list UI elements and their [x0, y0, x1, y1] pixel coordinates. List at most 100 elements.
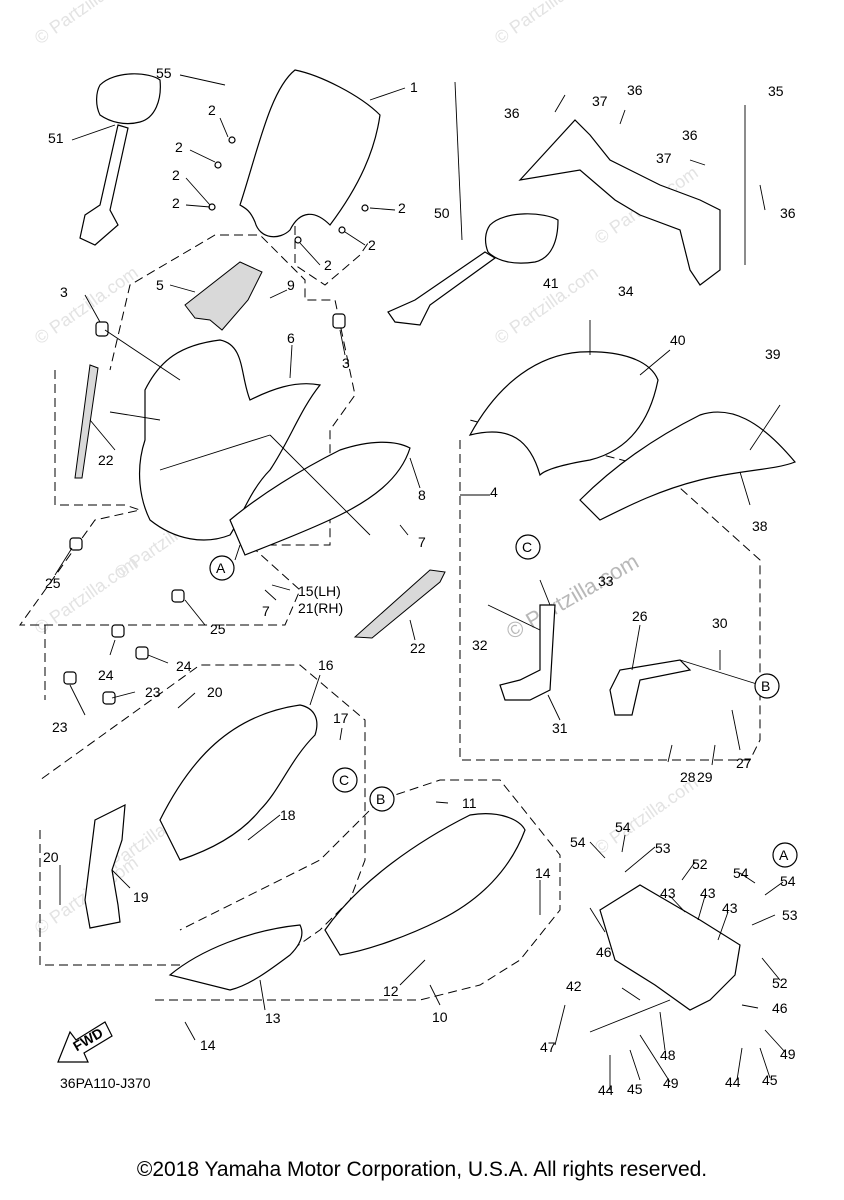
- part-label: 52: [692, 856, 708, 872]
- side-cover-10-part: [324, 813, 526, 956]
- leader-lines: [54, 74, 786, 1090]
- damper-24-a: [111, 624, 125, 638]
- part-label: 23: [52, 719, 68, 735]
- part-label: 24: [98, 667, 114, 683]
- part-label: 45: [627, 1081, 643, 1097]
- part-label: 22: [410, 640, 426, 656]
- stay-34-part: [518, 119, 721, 286]
- panel-38-part: [579, 411, 796, 521]
- part-label: 32: [472, 637, 488, 653]
- part-label: 2: [175, 139, 183, 155]
- part-label: 36: [504, 105, 520, 121]
- part-label: 15(LH): [298, 583, 341, 599]
- ref-callout-a: A: [779, 847, 789, 863]
- stay-31-part: [499, 604, 556, 701]
- part-label: 49: [663, 1075, 679, 1091]
- ref-callout-a: A: [216, 560, 226, 576]
- part-label: 7: [262, 603, 270, 619]
- part-label: 51: [48, 130, 64, 146]
- part-label: 50: [434, 205, 450, 221]
- part-label: 44: [725, 1074, 741, 1090]
- decal-22-right: [353, 569, 446, 639]
- part-label: 33: [598, 573, 614, 589]
- part-label: 45: [762, 1072, 778, 1088]
- watermark-text: © Partzilla.com: [502, 549, 643, 645]
- copyright-notice: ©2018 Yamaha Motor Corporation, U.S.A. A…: [136, 1158, 708, 1181]
- watermark-text: © Partzilla.com: [31, 0, 142, 48]
- part-label: 1: [410, 79, 418, 95]
- watermark-text: © Partzilla.com: [491, 0, 602, 48]
- part-label: 54: [780, 873, 796, 889]
- damper-25-a: [69, 537, 83, 551]
- part-label: 2: [324, 257, 332, 273]
- part-label: 31: [552, 720, 568, 736]
- mirror-right-stem: [387, 251, 497, 326]
- parts: [57, 69, 796, 1063]
- part-label: 25: [210, 621, 226, 637]
- part-label: 46: [596, 944, 612, 960]
- part-label: 17: [333, 710, 349, 726]
- mirror-left-part: [96, 73, 161, 125]
- diagram-code: 36PA110-J370: [60, 1075, 151, 1091]
- part-label: 27: [736, 755, 752, 771]
- part-label: 54: [570, 834, 586, 850]
- decal-22-left: [74, 364, 99, 479]
- part-label: 52: [772, 975, 788, 991]
- part-label: 9: [287, 277, 295, 293]
- part-label: 11: [462, 795, 477, 811]
- damper-25-b: [171, 589, 185, 603]
- part-label: 34: [618, 283, 634, 299]
- part-label: 53: [782, 907, 798, 923]
- part-label: 10: [432, 1009, 448, 1025]
- bracket-5-part: [184, 261, 263, 331]
- part-label: 53: [655, 840, 671, 856]
- part-label: 20: [207, 684, 223, 700]
- part-label: 12: [383, 983, 399, 999]
- part-label: 26: [632, 608, 648, 624]
- part-label: 48: [660, 1047, 676, 1063]
- part-label: 37: [592, 93, 608, 109]
- part-label: 46: [772, 1000, 788, 1016]
- part-label: 30: [712, 615, 728, 631]
- part-label: 41: [543, 275, 559, 291]
- ref-callout-b: B: [761, 678, 770, 694]
- part-label: 44: [598, 1082, 614, 1098]
- fwd-arrow-icon: [57, 1021, 113, 1063]
- part-label: 2: [398, 200, 406, 216]
- part-label: 28: [680, 769, 696, 785]
- mirror-right-part: [484, 213, 559, 264]
- damper-23-b: [102, 691, 116, 705]
- part-label: 24: [176, 658, 192, 674]
- damper-23-a: [63, 671, 77, 685]
- cover-16-part: [159, 704, 318, 861]
- front-cowling-part: [138, 339, 322, 541]
- part-label: 2: [172, 167, 180, 183]
- part-label: 25: [45, 575, 61, 591]
- part-label: 54: [733, 865, 749, 881]
- side-cowling-part: [229, 441, 411, 556]
- panel-13-part: [168, 924, 303, 991]
- part-label: 55: [156, 65, 172, 81]
- part-label: 14: [535, 865, 551, 881]
- part-label: 8: [418, 487, 426, 503]
- bracket-42-part: [599, 884, 741, 1011]
- part-label: 19: [133, 889, 149, 905]
- part-label: 3: [342, 355, 350, 371]
- watermark-text: © Partzilla.com: [591, 772, 702, 858]
- part-label: 42: [566, 978, 582, 994]
- part-label: 37: [656, 150, 672, 166]
- reference-callouts: A A B B C C: [209, 534, 798, 868]
- part-label: 36: [780, 205, 796, 221]
- part-label: 35: [768, 83, 784, 99]
- part-label: 18: [280, 807, 296, 823]
- part-label: 21(RH): [298, 600, 343, 616]
- part-label: 6: [287, 330, 295, 346]
- part-label: 2: [368, 237, 376, 253]
- part-label: 40: [670, 332, 686, 348]
- cover-40-part: [468, 351, 659, 477]
- mirror-left-stem: [79, 124, 129, 246]
- collar-3-right: [332, 313, 346, 329]
- ref-callout-b: B: [376, 791, 385, 807]
- part-label: 49: [780, 1046, 796, 1062]
